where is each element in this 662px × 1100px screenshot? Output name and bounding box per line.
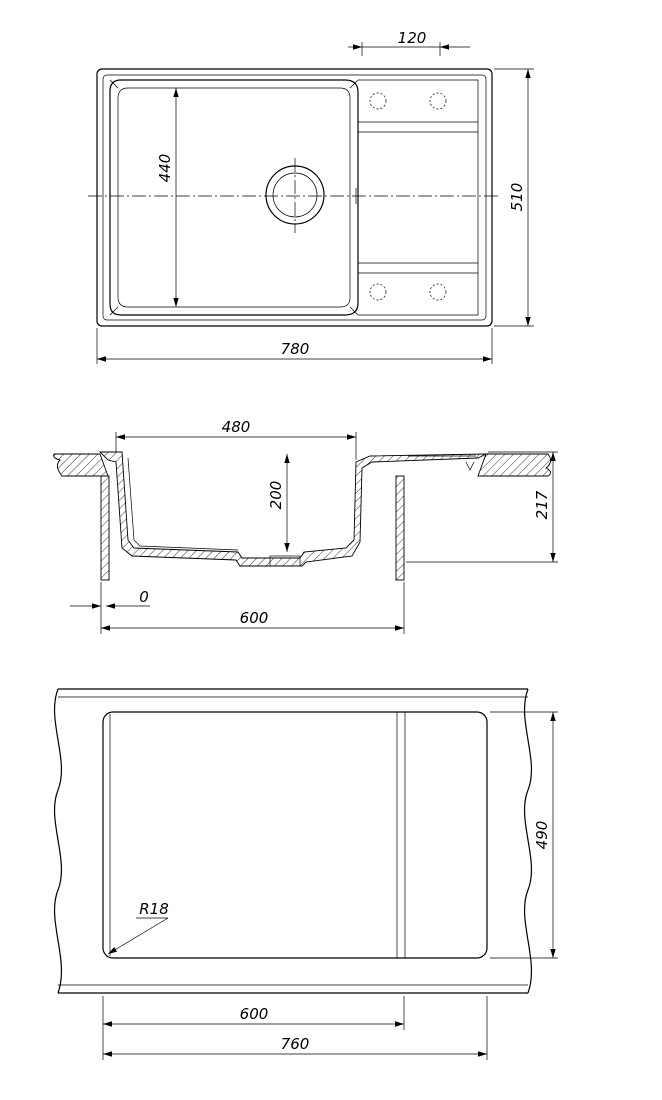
tap-hole-icon (369, 92, 387, 110)
break-line-left (53, 688, 63, 994)
cutout-outline (102, 711, 488, 959)
bowl-inner (117, 87, 351, 308)
dim-total-width: 780 (281, 340, 310, 358)
tap-hole-icon (429, 92, 447, 110)
dim-cabinet-bottom: 600 (240, 1005, 269, 1023)
cabinet-wall-right (395, 475, 405, 581)
sink-inner-rim (102, 74, 487, 321)
dim-drainer-width: 120 (398, 29, 427, 47)
top-view: 120 440 510 780 (88, 29, 534, 364)
countertop-right (477, 453, 551, 477)
tap-hole-icon (369, 283, 387, 301)
overflow-icon (465, 461, 475, 471)
sink-shell-section (98, 451, 487, 567)
dim-bowl-height: 200 (267, 481, 285, 510)
section-view: 480 200 217 0 600 (53, 418, 558, 634)
break-line-right (523, 688, 533, 994)
drainer-area (358, 79, 479, 316)
dim-bowl-width: 480 (222, 418, 251, 436)
bowl-outer (109, 79, 359, 316)
dim-total-depth: 510 (508, 183, 526, 212)
dim-bowl-depth: 440 (156, 154, 174, 183)
dim-total-height: 217 (533, 490, 551, 519)
tap-hole-icon (429, 283, 447, 301)
cutout-view: R18 490 600 760 (53, 688, 558, 1060)
cabinet-wall-left (100, 475, 110, 581)
dim-offset: 0 (139, 588, 149, 606)
dim-cabinet-width: 600 (240, 609, 269, 627)
dim-cutout-height: 490 (533, 821, 551, 850)
dim-radius: R18 (139, 900, 169, 918)
countertop-left (53, 453, 109, 477)
sink-outline (96, 68, 493, 327)
dim-cutout-width: 760 (281, 1035, 310, 1053)
drain-inner-icon (272, 172, 318, 218)
